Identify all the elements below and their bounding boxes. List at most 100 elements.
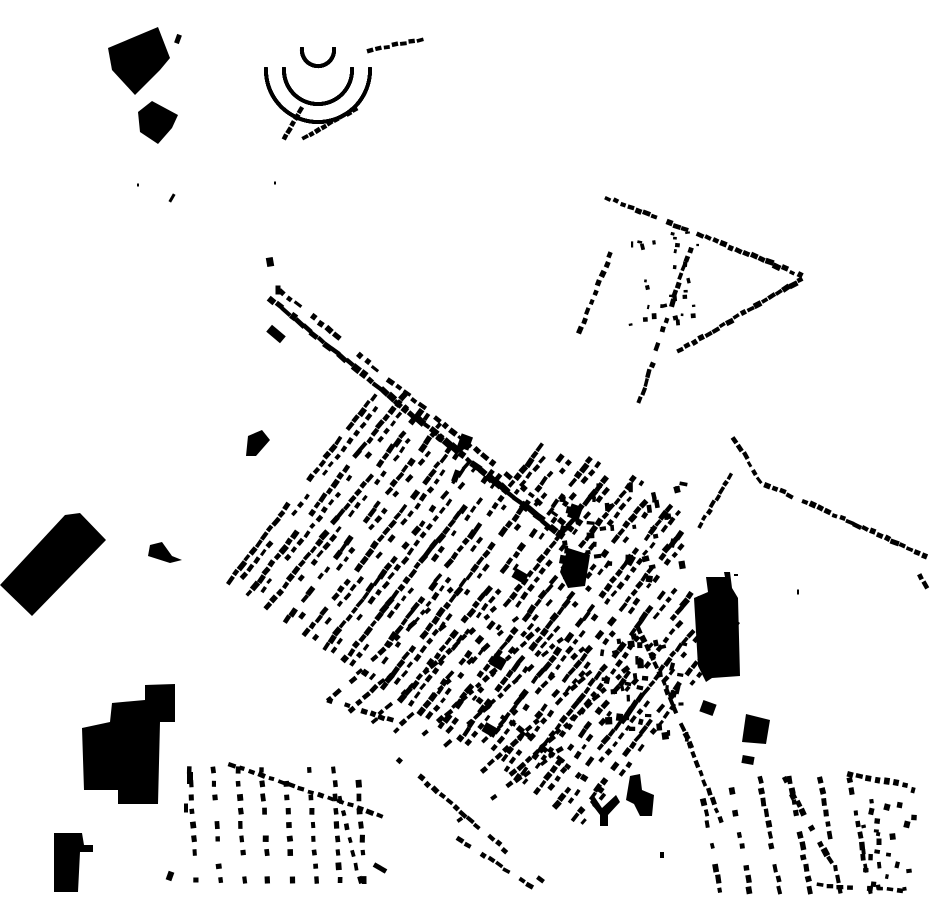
building-footprint [673, 236, 677, 240]
building-footprint [680, 313, 684, 317]
building-footprint [641, 675, 649, 681]
building-footprint [853, 810, 859, 816]
building-footprint [652, 497, 657, 503]
building-footprint [626, 694, 631, 702]
building-footprint [610, 524, 615, 532]
building-footprint [562, 540, 568, 547]
building-footprint [615, 713, 624, 722]
building-footprint [892, 778, 900, 787]
building-footprint [604, 502, 610, 512]
building-footprint [264, 848, 270, 857]
large-building [742, 714, 770, 744]
building-footprint [218, 876, 224, 884]
building-footprint [311, 835, 316, 842]
large-building [626, 774, 654, 816]
building-footprint [635, 656, 639, 665]
building-footprint [627, 640, 635, 648]
building-footprint [356, 793, 362, 802]
building-footprint [906, 868, 912, 874]
building-footprint [826, 884, 834, 889]
building-footprint [864, 775, 872, 782]
building-footprint [650, 526, 655, 532]
building-footprint [137, 183, 139, 187]
building-footprint [833, 864, 838, 872]
building-footprint [368, 67, 372, 73]
building-footprint [274, 181, 276, 185]
building-footprint [174, 33, 182, 45]
building-footprint [266, 324, 286, 344]
building-footprint [675, 319, 681, 326]
building-footprint [675, 486, 680, 492]
building-footprint [313, 863, 319, 869]
building-footprint [866, 885, 874, 892]
building-footprint [911, 814, 917, 821]
building-footprint [215, 863, 222, 870]
building-footprint [825, 821, 831, 827]
building-footprint [661, 731, 670, 740]
large-building [82, 684, 175, 804]
large-building [694, 572, 740, 682]
building-footprint [628, 482, 633, 493]
building-footprint [264, 876, 271, 884]
building-footprint [743, 864, 750, 871]
building-footprint [239, 835, 245, 843]
building-footprint [739, 843, 745, 849]
building-footprint [309, 807, 315, 815]
building-footprint [189, 821, 197, 829]
building-footprint [660, 852, 664, 858]
building-footprint [674, 242, 680, 248]
building-footprint [335, 862, 342, 871]
building-footprint [187, 772, 193, 784]
building-footprint [630, 241, 634, 248]
building-footprint [869, 798, 874, 804]
building-footprint [184, 803, 188, 813]
building-footprint [883, 777, 891, 785]
building-footprint [760, 797, 767, 807]
large-building [54, 833, 93, 892]
building-footprint [823, 809, 829, 817]
building-footprint [236, 793, 244, 802]
building-footprint [408, 38, 416, 44]
building-footprint [672, 265, 677, 270]
building-footprint [628, 726, 636, 732]
building-footprint [285, 807, 291, 815]
building-footprint [359, 834, 366, 843]
building-footprint [237, 807, 244, 815]
building-footprint [624, 712, 630, 721]
building-footprint [193, 877, 199, 883]
building-footprint [876, 838, 882, 846]
building-footprint [868, 853, 873, 861]
building-footprint [306, 766, 312, 773]
building-footprint [332, 47, 336, 53]
building-footprint [215, 836, 220, 842]
building-footprint [333, 807, 339, 815]
building-footprint [308, 794, 314, 801]
building-footprint [645, 575, 653, 583]
building-footprint [652, 533, 659, 539]
building-footprint [642, 317, 648, 322]
building-footprint [360, 849, 366, 856]
building-footprint [259, 780, 266, 788]
building-footprint [337, 876, 343, 884]
building-footprint [284, 794, 290, 801]
building-footprint [797, 589, 799, 595]
building-footprint [399, 41, 407, 46]
building-footprint [821, 797, 827, 807]
building-footprint [210, 766, 217, 774]
building-footprint [289, 876, 296, 884]
building-footprint [334, 835, 341, 843]
building-footprint [696, 243, 700, 247]
building-footprint [876, 861, 882, 869]
building-footprint [314, 876, 320, 884]
large-building [138, 101, 178, 144]
building-footprint [683, 289, 688, 293]
building-footprint [331, 766, 336, 774]
building-footprint [660, 304, 664, 309]
building-footprint [238, 820, 243, 829]
building-footprints [0, 27, 930, 895]
building-footprint [596, 483, 603, 488]
large-building [108, 27, 170, 95]
building-footprint [632, 524, 637, 530]
building-footprint [585, 550, 591, 555]
building-footprint [275, 285, 281, 295]
